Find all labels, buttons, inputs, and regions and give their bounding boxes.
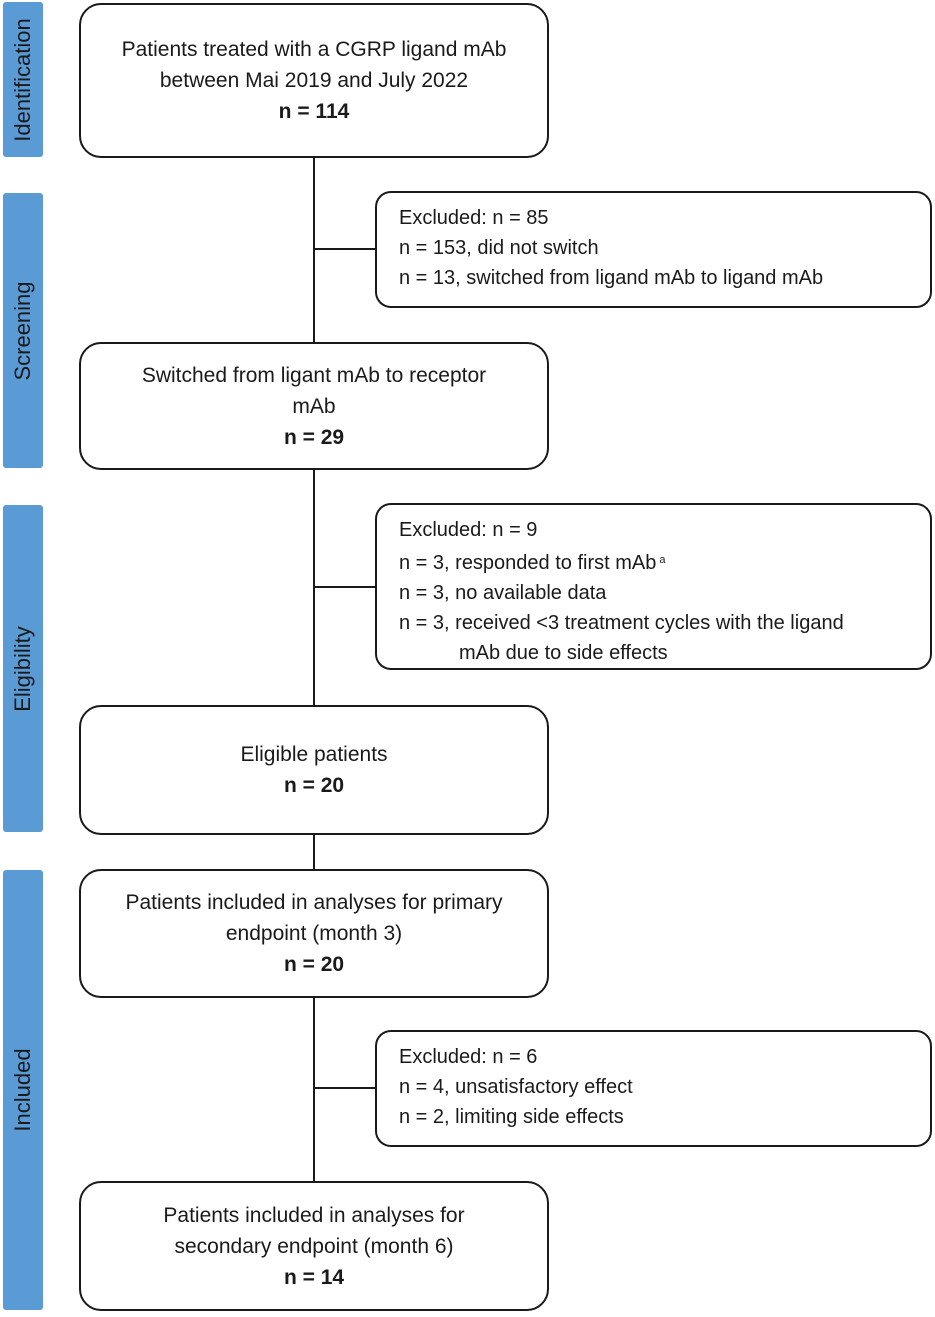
secondary-count: n = 14	[283, 1265, 345, 1289]
excluded-screening-item: n = 13, switched from ligand mAb to liga…	[399, 267, 824, 289]
switched-count: n = 29	[283, 425, 345, 449]
excluded-eligibility-item: n = 3, received <3 treatment cycles with…	[399, 612, 844, 634]
excluded-included-title: Excluded: n = 6	[399, 1046, 538, 1068]
identified-line1: Patients treated with a CGRP ligand mAb	[121, 38, 507, 61]
phase-identification: Identification	[3, 2, 43, 157]
excluded-eligibility-item: n = 3, no available data	[399, 582, 607, 604]
phase-eligibility: Eligibility	[3, 505, 43, 832]
box-excluded-eligibility: Excluded: n = 9 n = 3, responded to firs…	[375, 503, 932, 670]
phase-screening: Screening	[3, 193, 43, 468]
box-primary: Patients included in analyses for primar…	[79, 869, 549, 998]
phase-eligibility-label: Eligibility	[10, 625, 35, 712]
switched-line2: mAb	[292, 394, 336, 418]
excluded-eligibility-item-continued: mAb due to side effects	[459, 642, 668, 664]
box-eligible: Eligible patients n = 20	[79, 705, 549, 835]
switched-line1: Switched from ligant mAb to receptor	[141, 363, 487, 387]
connector-main-4	[313, 997, 315, 1181]
connector-main-3	[313, 834, 315, 870]
identified-line2: between Mai 2019 and July 2022	[159, 69, 469, 92]
primary-line1: Patients included in analyses for primar…	[125, 891, 503, 914]
phase-included-label: Included	[10, 1048, 35, 1132]
excluded-screening-item: n = 153, did not switch	[399, 237, 599, 259]
primary-line2: endpoint (month 3)	[225, 922, 403, 945]
secondary-line1: Patients included in analyses for	[163, 1203, 465, 1227]
phase-identification-label: Identification	[10, 17, 35, 142]
connector-branch-2	[313, 586, 375, 588]
connector-branch-3	[313, 1087, 375, 1089]
phase-included: Included	[3, 870, 43, 1310]
footnote-marker: a	[659, 554, 666, 566]
excluded-eligibility-item-text: n = 3, responded to first mAb	[399, 552, 657, 574]
eligible-line1: Eligible patients	[240, 743, 388, 766]
box-identified: Patients treated with a CGRP ligand mAb …	[79, 3, 549, 158]
connector-branch-1	[313, 248, 375, 250]
box-excluded-included: Excluded: n = 6 n = 4, unsatisfactory ef…	[375, 1030, 932, 1147]
excluded-included-item: n = 4, unsatisfactory effect	[399, 1076, 633, 1098]
box-secondary: Patients included in analyses for second…	[79, 1181, 549, 1311]
primary-count: n = 20	[283, 953, 345, 976]
excluded-screening-title: Excluded: n = 85	[399, 207, 549, 229]
phase-screening-label: Screening	[10, 280, 35, 381]
excluded-included-item: n = 2, limiting side effects	[399, 1106, 624, 1128]
eligible-count: n = 20	[283, 774, 345, 797]
excluded-eligibility-title: Excluded: n = 9	[399, 519, 538, 541]
box-excluded-screening: Excluded: n = 85 n = 153, did not switch…	[375, 191, 932, 308]
box-switched: Switched from ligant mAb to receptor mAb…	[79, 342, 549, 470]
secondary-line2: secondary endpoint (month 6)	[174, 1234, 454, 1258]
identified-count: n = 114	[278, 100, 350, 123]
